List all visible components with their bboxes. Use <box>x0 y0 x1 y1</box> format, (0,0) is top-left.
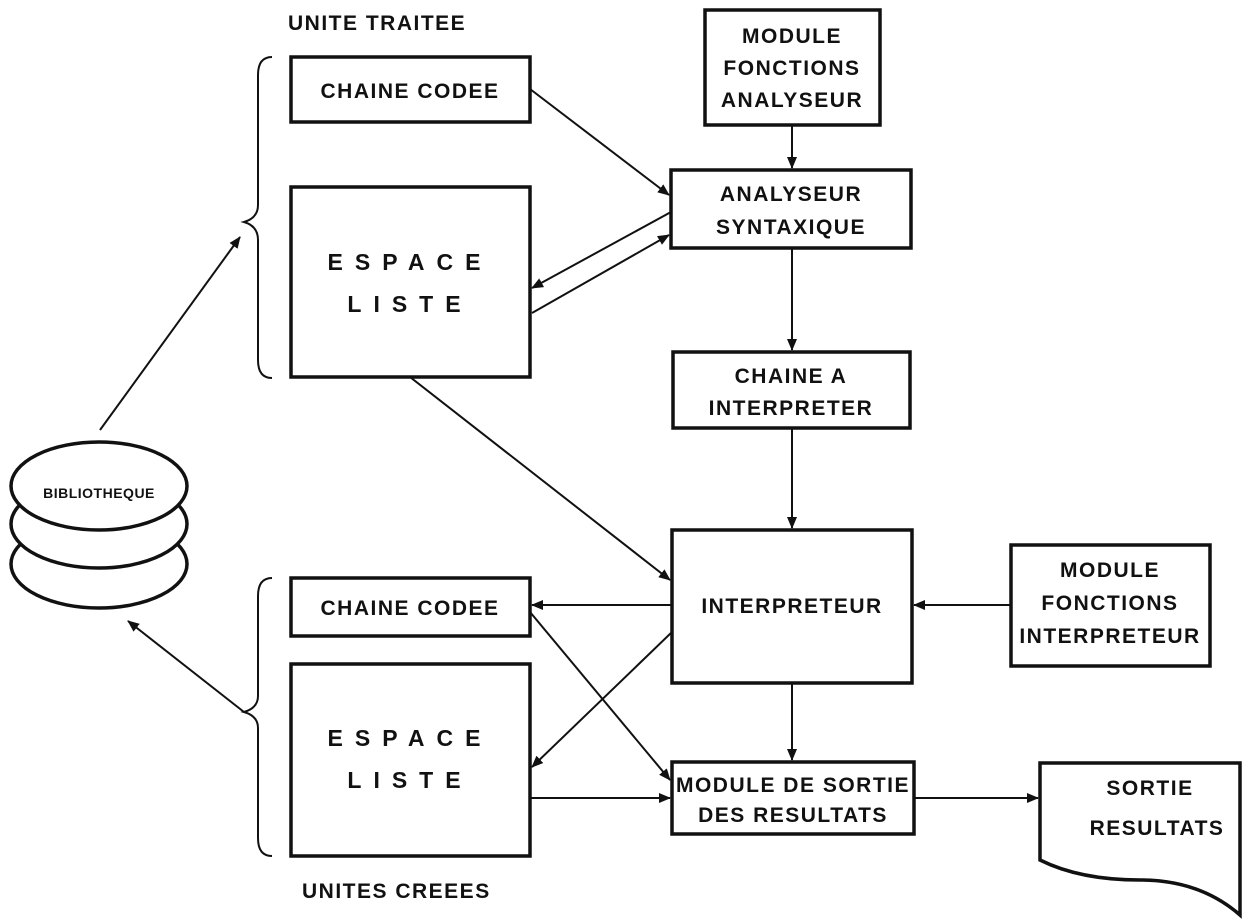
svg-text:CHAINE CODEE: CHAINE CODEE <box>320 597 499 620</box>
svg-text:INTERPRETEUR: INTERPRETEUR <box>701 595 882 618</box>
arrow-chaine-codee-to-sortie <box>529 611 671 781</box>
bottom-brace <box>240 577 273 857</box>
bibliotheque-label: BIBLIOTHEQUE <box>43 485 155 501</box>
arrow-espace-to-analyseur <box>531 234 670 314</box>
arrow-espace-to-interpreteur <box>409 376 671 581</box>
unite-traitee-heading: UNITE TRAITEE <box>288 12 466 35</box>
arrows <box>99 88 1039 803</box>
top-brace <box>240 56 273 379</box>
bibliotheque-database-icon: BIBLIOTHEQUE <box>9 440 189 610</box>
arrow-unites-to-bibliotheque <box>127 620 245 713</box>
arrow-bibliotheque-to-unite <box>99 236 241 431</box>
interpreteur-box: INTERPRETEUR <box>670 528 914 685</box>
svg-text:CHAINE CODEE: CHAINE CODEE <box>320 80 499 103</box>
chaine-codee-bottom-box: CHAINE CODEE <box>289 576 532 638</box>
chaine-codee-top-box: CHAINE CODEE <box>289 55 532 124</box>
arrow-analyseur-to-espace <box>531 211 672 289</box>
arrow-chaine-to-analyseur <box>529 88 670 196</box>
unites-creees-heading: UNITES CREEES <box>302 880 491 903</box>
